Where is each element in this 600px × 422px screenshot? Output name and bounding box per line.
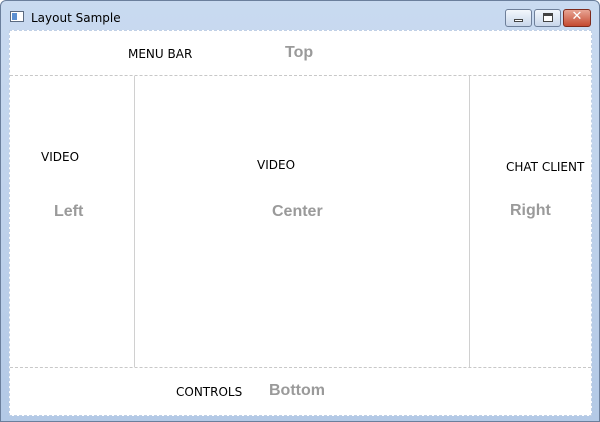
minimize-icon bbox=[514, 19, 523, 22]
left-region-label: Left bbox=[54, 203, 84, 220]
menu-bar-label: MENU BAR bbox=[128, 47, 193, 61]
chat-client-label: CHAT CLIENT bbox=[506, 160, 585, 174]
bottom-region-label: Bottom bbox=[269, 382, 325, 399]
right-region: CHAT CLIENT Right bbox=[470, 76, 591, 367]
window-title: Layout Sample bbox=[31, 11, 121, 25]
border-layout-pane: MENU BAR Top VIDEO Left VIDEO Center CHA… bbox=[9, 30, 592, 416]
controls-label: CONTROLS bbox=[176, 385, 243, 399]
center-region: VIDEO Center bbox=[135, 76, 470, 367]
close-button[interactable]: ✕ bbox=[563, 9, 591, 27]
maximize-icon bbox=[543, 13, 553, 22]
top-region-label: Top bbox=[285, 44, 314, 61]
title-bar[interactable]: Layout Sample ✕ bbox=[1, 1, 599, 29]
minimize-button[interactable] bbox=[505, 9, 532, 27]
app-window-icon[interactable] bbox=[10, 11, 24, 22]
left-video-label: VIDEO bbox=[41, 150, 80, 164]
maximize-button[interactable] bbox=[534, 9, 561, 27]
close-icon: ✕ bbox=[571, 9, 583, 24]
top-region: MENU BAR Top bbox=[10, 31, 591, 76]
right-region-label: Right bbox=[510, 202, 551, 219]
center-video-label: VIDEO bbox=[257, 158, 296, 172]
bottom-region: CONTROLS Bottom bbox=[10, 367, 591, 416]
center-region-label: Center bbox=[272, 203, 323, 220]
left-region: VIDEO Left bbox=[10, 76, 135, 367]
